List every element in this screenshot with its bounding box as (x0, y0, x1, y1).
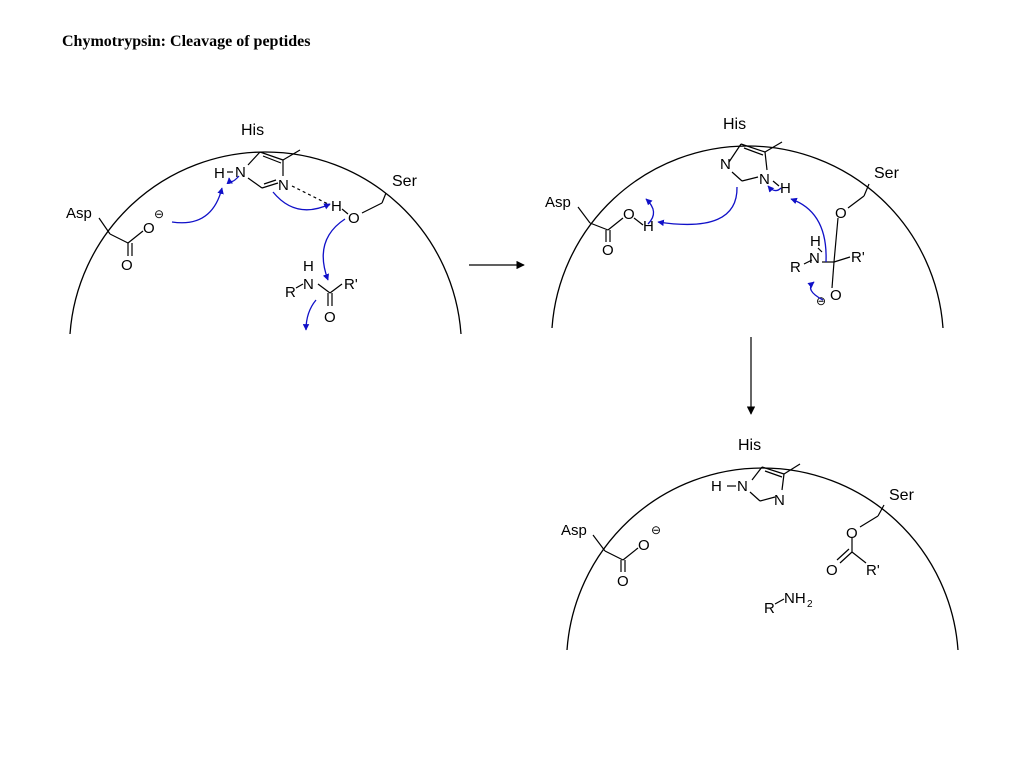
imidazole-ring-3 (727, 463, 801, 502)
ester-o-3: O (846, 525, 858, 542)
amine-r-3: R (764, 600, 775, 617)
amine-h-2: H (810, 233, 821, 250)
acid-h-2: H (643, 218, 654, 235)
imidazole-ring-1 (227, 149, 331, 206)
tetrahedral-center-2 (803, 183, 870, 289)
asp-carboxylate-1 (98, 217, 144, 256)
amide-o-1: O (324, 309, 336, 326)
imidazole-n1-3: N (737, 478, 748, 495)
panel-2-tetrahedral-intermediate: His Ser Asp O O H N N H (545, 116, 944, 329)
imidazole-n1-1: N (235, 164, 246, 181)
asp-label-2: Asp (545, 194, 571, 211)
asp-carboxylate-3 (592, 534, 639, 572)
curved-arrow-2a (657, 186, 738, 227)
curved-arrow-1c (272, 191, 331, 211)
his-label-1: His (241, 122, 264, 139)
curved-arrow-1b (226, 175, 240, 185)
carbonyl-o-2: O (602, 242, 614, 259)
amide-h-1: H (303, 258, 314, 275)
curved-arrow-1d (322, 218, 346, 281)
negative-charge-2: ⊖ (816, 294, 826, 308)
alkoxide-o-2: O (830, 287, 842, 304)
curved-arrow-2b (645, 198, 655, 225)
imidazole-n2-2: N (759, 171, 770, 188)
panel-1-active-site: His Ser Asp O O ⊖ H N N (66, 122, 462, 335)
panel-3-acyl-enzyme: His Ser Asp O O ⊖ H N N (561, 437, 959, 651)
ser-label-3: Ser (889, 487, 915, 504)
imidazole-n1-2: N (720, 156, 731, 173)
amine-product-3 (774, 598, 785, 605)
curved-arrow-1a (171, 187, 224, 224)
acyl-ester-3 (836, 504, 885, 564)
imidazole-h-1: H (214, 165, 225, 182)
acyl-o-3: O (826, 562, 838, 579)
carboxylate-o-3: O (638, 537, 650, 554)
curved-arrow-1e (302, 299, 317, 331)
asp-label-1: Asp (66, 205, 92, 222)
rprime-3: R' (866, 562, 880, 579)
enzyme-pocket-3 (566, 467, 959, 651)
ser-label-1: Ser (392, 173, 418, 190)
negative-charge-3: ⊖ (651, 523, 661, 537)
rprime-2: R' (851, 249, 865, 266)
curved-arrow-2d (790, 197, 827, 263)
asp-acid-2 (577, 206, 644, 242)
amide-n-1: N (303, 276, 314, 293)
electron-arrows-1 (171, 175, 346, 331)
imidazole-ring-2 (728, 141, 783, 187)
ser-label-2: Ser (874, 165, 900, 182)
imidazole-n2-1: N (278, 177, 289, 194)
amine-r-2: R (790, 259, 801, 276)
his-label-2: His (723, 116, 746, 133)
curved-arrow-2e (807, 281, 824, 301)
negative-charge-1: ⊖ (154, 207, 164, 221)
curved-arrow-2c (767, 185, 782, 193)
carboxylate-o-1: O (143, 220, 155, 237)
serine-o-1: O (348, 210, 360, 227)
his-label-3: His (738, 437, 761, 454)
amine-sub-3: 2 (807, 599, 813, 610)
asp-label-3: Asp (561, 522, 587, 539)
serine-h-1: H (331, 198, 342, 215)
acid-o-2: O (623, 206, 635, 223)
amine-nh-3: NH (784, 590, 806, 607)
imidazole-h-3: H (711, 478, 722, 495)
imidazole-h-2: H (780, 180, 791, 197)
amine-n-2: N (809, 250, 820, 267)
peptide-substrate-1 (295, 283, 343, 306)
carbonyl-o-3: O (617, 573, 629, 590)
imidazole-n2-3: N (774, 492, 785, 509)
amide-rprime-1: R' (344, 276, 358, 293)
amide-r-1: R (285, 284, 296, 301)
enzyme-pocket-1 (69, 151, 462, 335)
page-title: Chymotrypsin: Cleavage of peptides (62, 33, 311, 50)
serine-o-2: O (835, 205, 847, 222)
electron-arrows-2 (645, 185, 827, 301)
serine-chain-1 (341, 192, 387, 215)
carbonyl-o-1: O (121, 257, 133, 274)
